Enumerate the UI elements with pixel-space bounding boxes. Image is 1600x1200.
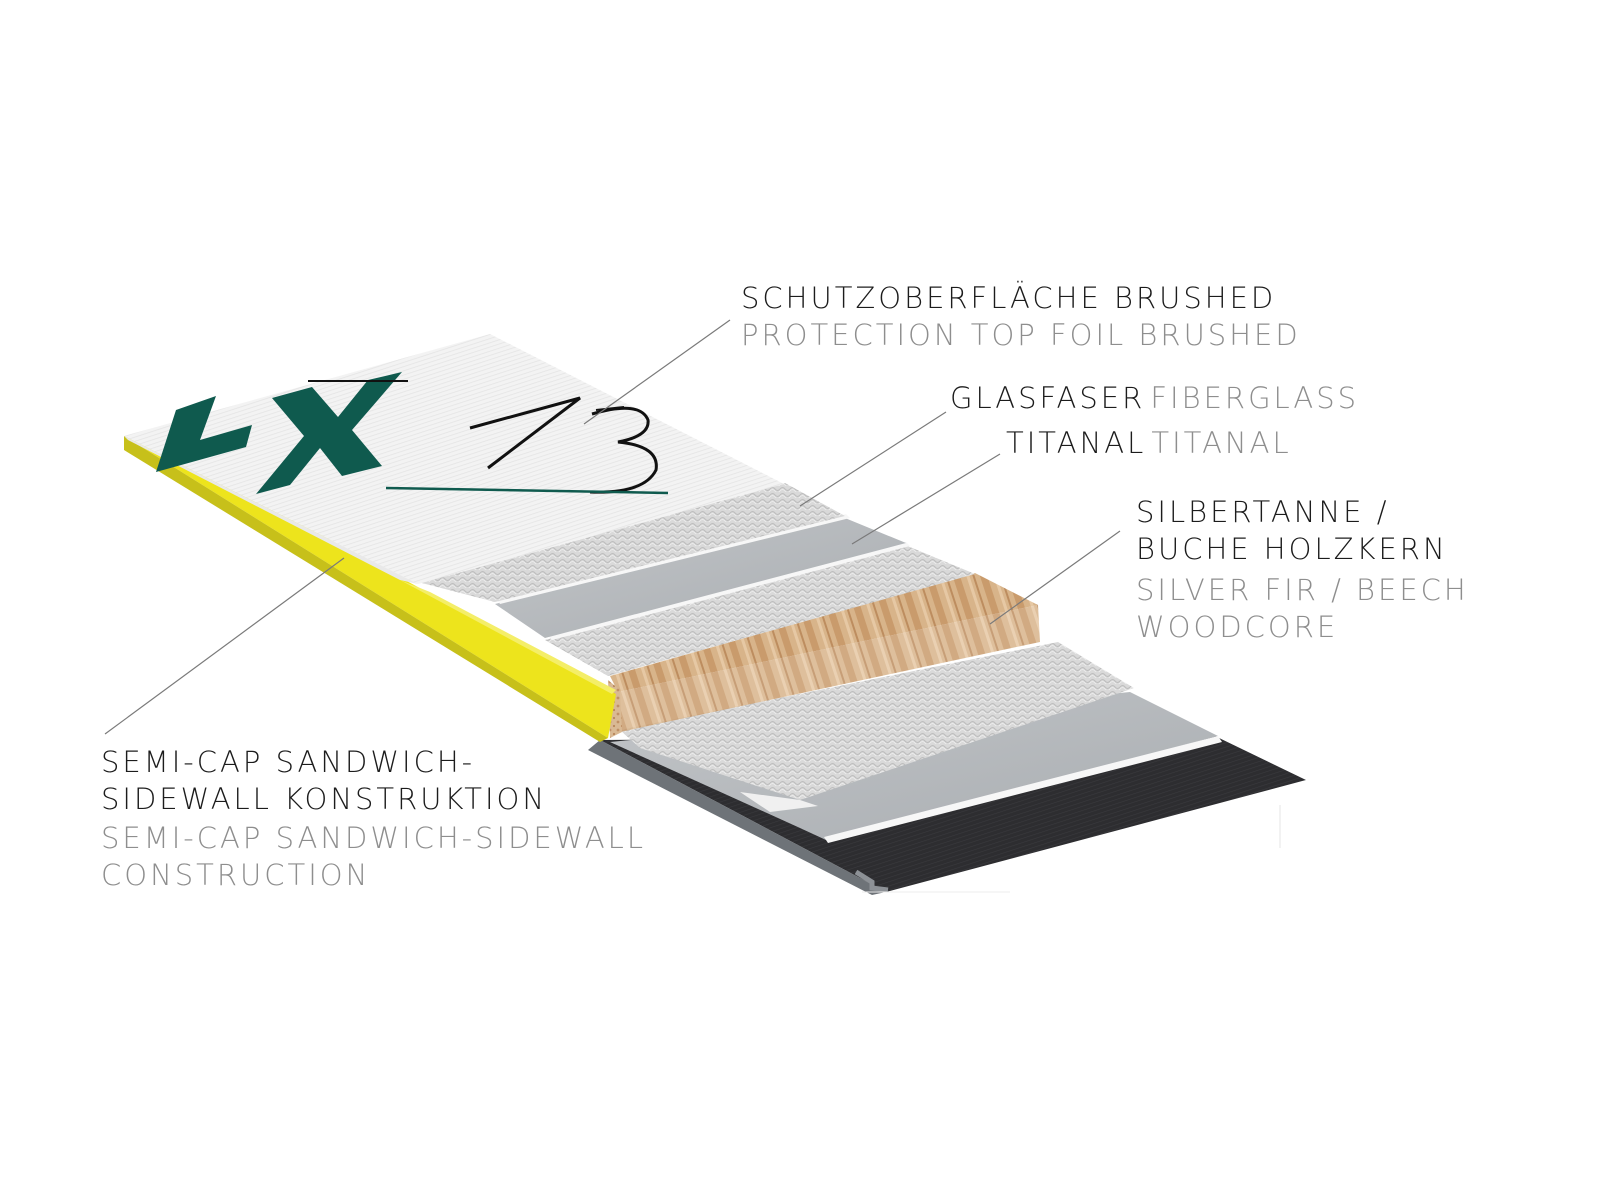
- leader-line-sidewall: [104, 557, 345, 735]
- leader-line-fiberglass: [799, 411, 947, 507]
- sidewall-yellow: [124, 436, 616, 742]
- label-fiberglass-german: GLASFASER: [950, 381, 1146, 415]
- leader-lines: [104, 319, 1121, 735]
- leader-line-top-foil: [583, 319, 731, 425]
- label-fiberglass-english: FIBERGLASS: [1150, 381, 1360, 415]
- titanal-upper-layer: [495, 514, 906, 638]
- label-sidewall: SEMI-CAP SANDWICH- SIDEWALL KONSTRUKTION…: [101, 744, 646, 894]
- label-top-foil: SCHUTZOBERFLÄCHE BRUSHED PROTECTION TOP …: [741, 280, 1301, 354]
- label-titanal-german: TITANAL: [1006, 426, 1147, 460]
- label-titanal-english: TITANAL: [1151, 426, 1292, 460]
- label-fiberglass: GLASFASER FIBERGLASS: [950, 380, 1359, 417]
- label-woodcore-german-line2: BUCHE HOLZKERN: [1136, 532, 1448, 566]
- fiberglass-upper-layer: [418, 483, 845, 602]
- fiberglass-upper-layer-2: [545, 542, 975, 676]
- label-top-foil-german: SCHUTZOBERFLÄCHE BRUSHED: [741, 281, 1277, 315]
- lx73-logo: [156, 372, 669, 495]
- label-sidewall-german-line1: SEMI-CAP SANDWICH-: [101, 745, 476, 779]
- label-top-foil-english: PROTECTION TOP FOIL BRUSHED: [741, 318, 1301, 352]
- label-woodcore: SILBERTANNE / BUCHE HOLZKERN SILVER FIR …: [1136, 494, 1469, 646]
- label-sidewall-english-line1: SEMI-CAP SANDWICH-SIDEWALL: [101, 821, 646, 855]
- leader-line-titanal: [851, 453, 1001, 545]
- fiberglass-lower-layer: [620, 642, 1134, 812]
- label-sidewall-german-line2: SIDEWALL KONSTRUKTION: [101, 782, 548, 816]
- label-woodcore-german-line1: SILBERTANNE /: [1136, 495, 1390, 529]
- label-woodcore-english-line1: SILVER FIR / BEECH: [1136, 573, 1469, 607]
- leader-line-woodcore: [989, 530, 1121, 625]
- label-woodcore-english-line2: WOODCORE: [1136, 610, 1339, 644]
- label-titanal: TITANAL TITANAL: [1006, 425, 1292, 462]
- label-sidewall-english-line2: CONSTRUCTION: [101, 858, 371, 892]
